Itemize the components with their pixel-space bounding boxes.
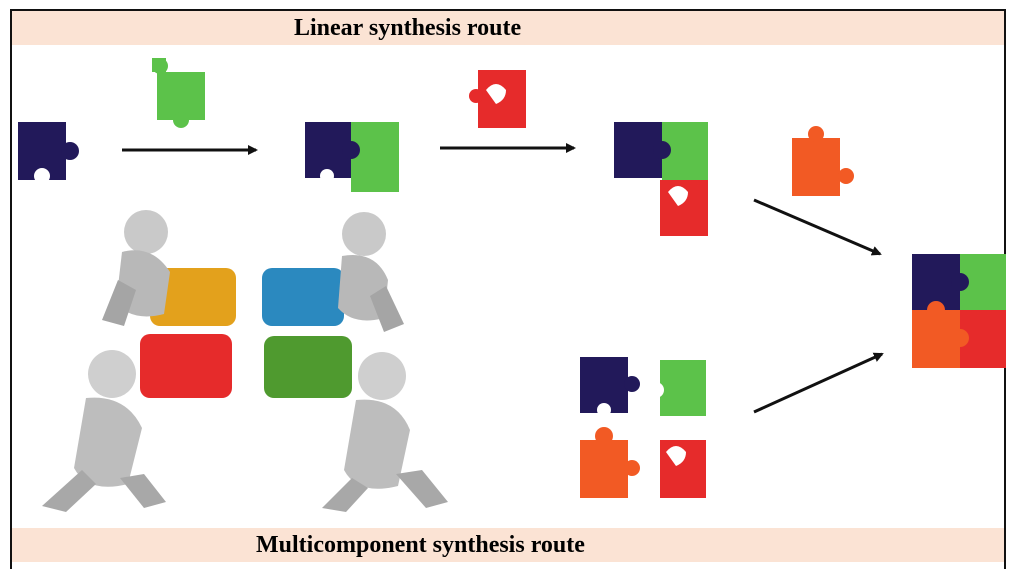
orange-reagent-piece — [792, 126, 854, 196]
arrow-linear-to-product — [753, 198, 882, 256]
green-reagent-piece — [152, 58, 205, 128]
final-product-assembly — [912, 254, 1006, 368]
linear-route-title: Linear synthesis route — [294, 15, 522, 41]
multicomponent-pieces — [580, 357, 706, 498]
three-piece-intermediate — [614, 122, 708, 236]
people-assembling-puzzle — [42, 210, 448, 512]
multicomponent-route-banner: Multicomponent synthesis route — [12, 528, 1004, 562]
navy-green-intermediate — [305, 122, 399, 192]
arrow-multicomponent-to-product — [753, 352, 884, 414]
multicomponent-route-title: Multicomponent synthesis route — [256, 532, 585, 558]
navy-piece-start — [18, 122, 79, 184]
red-reagent-piece — [469, 70, 526, 128]
linear-route-banner: Linear synthesis route — [12, 11, 1004, 45]
